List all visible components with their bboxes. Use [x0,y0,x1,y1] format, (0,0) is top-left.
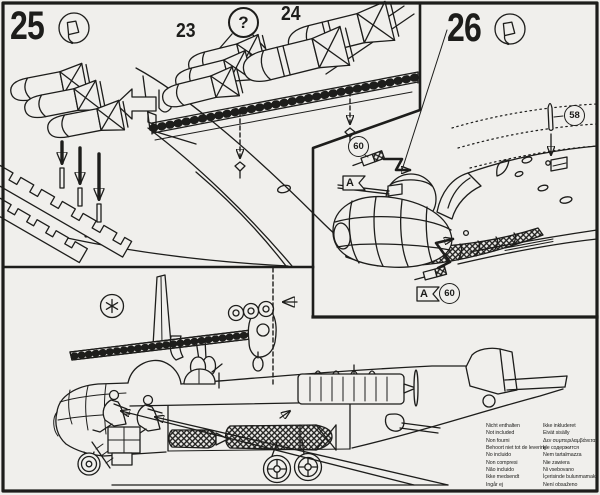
wing-bay-illustration [57,5,422,267]
not-included-line: Ni vsebovano [543,467,574,474]
nose-wheel [77,451,101,476]
not-included-line: Ikke medsendt [486,474,520,481]
glue-tube-icon [494,13,526,46]
not-included-line: Не содержится [543,445,579,452]
step25-illustration [0,0,422,267]
callout-60-top: 60 [348,136,369,157]
paint-flag-pennant [416,286,440,302]
not-included-line: Not included [486,430,515,437]
rear-view-illustration [69,267,298,385]
not-included-line: Non compresi [486,459,518,466]
bomb-rack-illustration [0,164,133,264]
not-included-line: Ingår ej [486,481,503,488]
callout-60-bottom: 60 [439,283,460,304]
loose-bombs-23 [7,61,130,145]
step-26-number: 26 [447,6,482,50]
asterisk-note-icon [99,293,125,319]
part-60-top-gun [342,150,412,191]
part-24-label: 24 [281,3,301,25]
cutaway-side-view-illustration [53,347,568,486]
glue-tube-icon [58,12,90,45]
not-included-line: Ikke inkluderet [543,423,576,429]
part-58-antenna [548,102,564,156]
not-included-line: Behoort niet tot de levering [486,445,547,452]
direction-arrow-icon [115,88,157,120]
crew-figures [92,389,163,438]
not-included-line: Nie zawiera [543,459,570,466]
not-included-line: Není obsaženo [543,481,578,488]
not-included-line: Nem tartalmazza [543,452,582,459]
paint-flag-pennant [342,175,366,191]
bottom-illustration [53,267,568,486]
not-included-column-1: Nicht enthalten Not included Non fourni … [486,423,547,492]
paint-flag-a-top: A [346,177,354,189]
not-included-line: Non fourni [486,437,510,444]
mount-arrows [62,140,99,199]
not-included-line: Não incluido [486,467,514,474]
step-25-number: 25 [10,4,45,48]
not-included-line: Δεν συμπεριλαμβάνεται [543,437,596,444]
step26-illustration [332,13,598,302]
not-included-column-2: Ikke inkluderet Eivät sisälly Δεν συμπερ… [543,423,596,492]
callout-58: 58 [564,105,585,126]
not-included-line: Eivät sisälly [543,430,570,437]
option-question-icon: ? [228,7,259,38]
part-60-bottom-gun [414,239,453,302]
dashed-locator-arrows [234,91,356,179]
not-included-note: Nicht enthalten Not included Non fourni … [486,423,596,492]
not-included-line: No incluido [486,452,512,459]
part-23-label: 23 [176,20,196,42]
paint-flag-a-bottom: A [420,288,428,300]
aircraft-nose-illustration [332,29,598,268]
main-wheels [262,439,323,484]
not-included-line: Nicht enthalten [486,423,520,429]
not-included-line: İçerisinde bulunmamaktadır [543,474,596,481]
